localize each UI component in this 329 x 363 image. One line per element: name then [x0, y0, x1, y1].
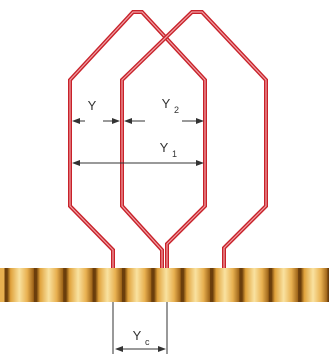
- label-y2-sub: 2: [174, 105, 179, 115]
- coil-right: [120, 10, 268, 268]
- commutator-segment: [7, 268, 34, 302]
- coil-left-inner: [69, 11, 206, 268]
- commutator-segment: [124, 268, 152, 302]
- label-y: Y: [88, 98, 97, 113]
- dimension-y: Y: [72, 98, 120, 124]
- label-y2: Y: [162, 96, 171, 111]
- commutator-segment: [95, 268, 122, 302]
- coil-left-outer: [68, 10, 207, 268]
- commutator-segment: [154, 268, 181, 302]
- commutator-segments: [0, 268, 329, 302]
- label-y1-sub: 1: [172, 149, 177, 159]
- dimension-y2: Y 2: [124, 96, 204, 124]
- commutator-segment: [242, 268, 269, 302]
- commutator-segment: [66, 268, 93, 302]
- commutator-segment: [183, 268, 211, 302]
- coil-right-inner: [121, 11, 267, 268]
- commutator-segment: [213, 268, 240, 302]
- commutator-segment: [301, 268, 328, 302]
- commutator-segment: [271, 268, 299, 302]
- commutator-segment: [36, 268, 64, 302]
- label-y1: Y: [160, 140, 169, 155]
- label-yc: Y: [133, 328, 142, 343]
- coil-left: [68, 10, 207, 268]
- commutator-segment-edge: [0, 268, 5, 302]
- label-yc-sub: c: [145, 337, 150, 347]
- dimension-y1: Y 1: [72, 140, 204, 166]
- dimension-yc: Y c: [112, 302, 168, 354]
